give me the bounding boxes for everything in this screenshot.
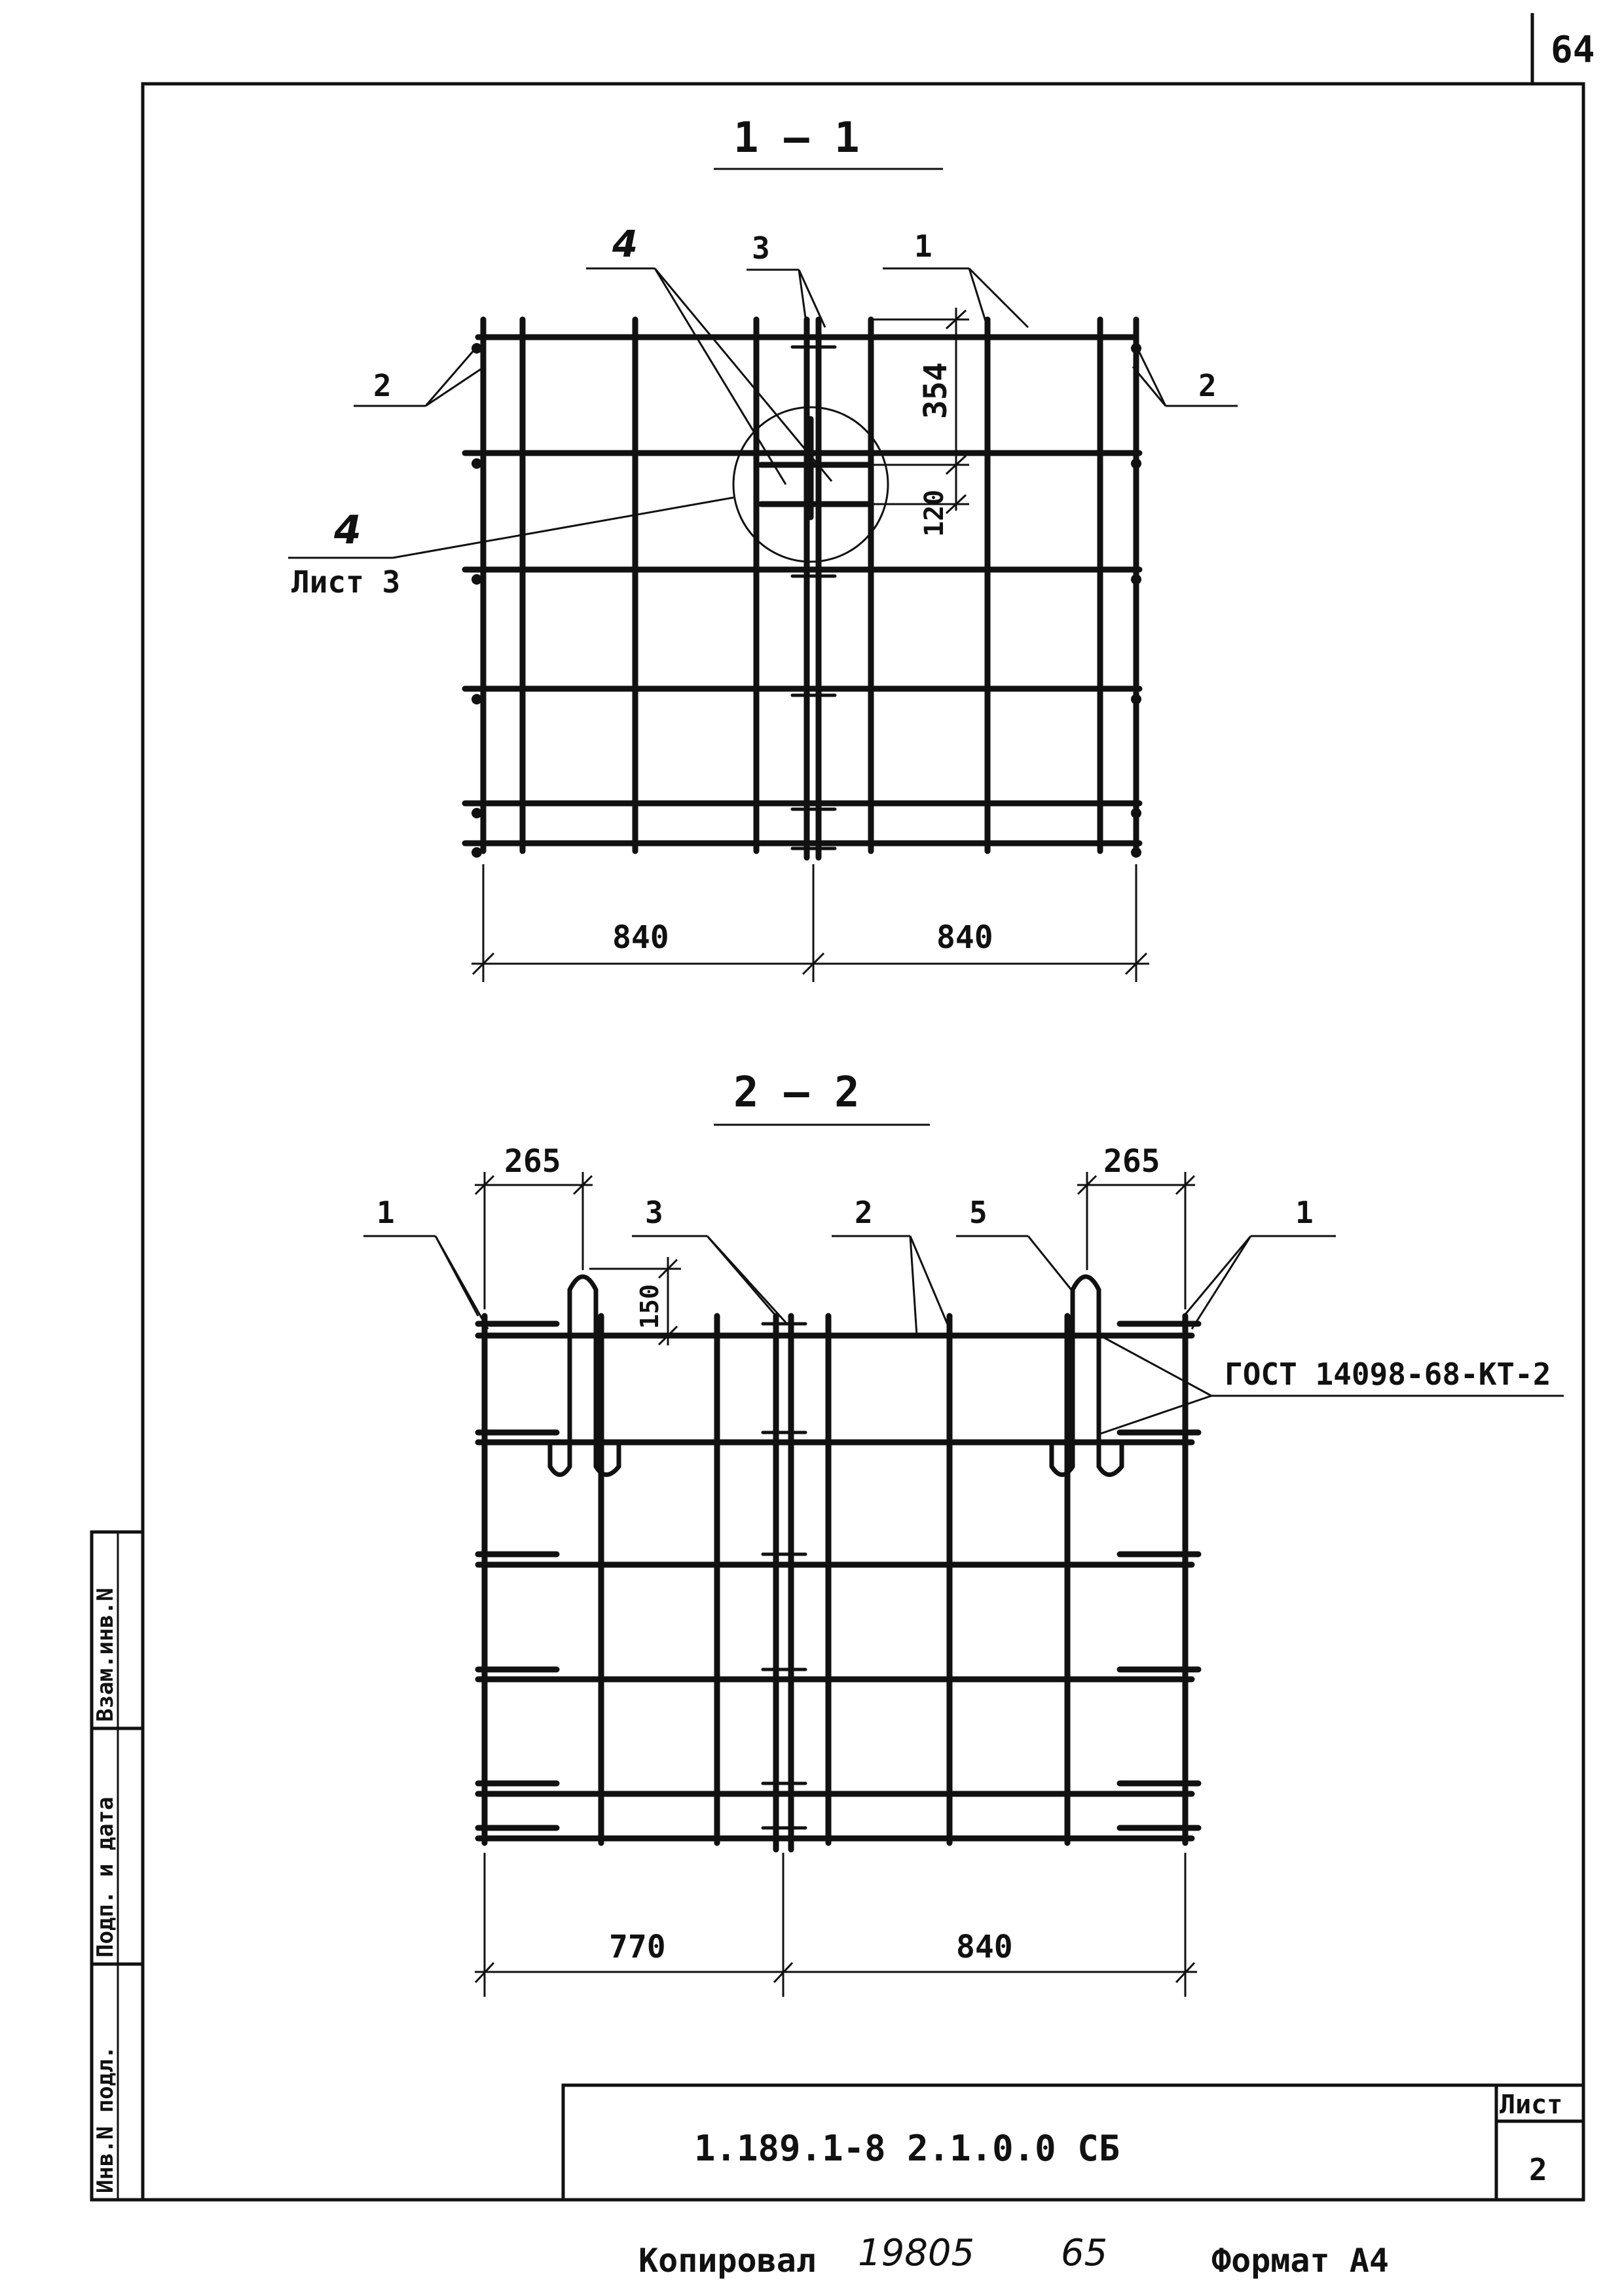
sheet-label: Лист	[1500, 2090, 1562, 2120]
section-2-top-dims: 265 265 150	[474, 1143, 1196, 1346]
lifting-loop-left	[547, 1274, 621, 1477]
dim-354: 354	[917, 362, 954, 419]
detail-ref-number: 4	[333, 507, 361, 553]
copied-number: 19805	[858, 2232, 974, 2274]
stamp-podp-data: Подп. и дата	[92, 1796, 119, 1958]
dim-265-left: 265	[504, 1143, 561, 1180]
svg-text:2: 2	[855, 1195, 873, 1230]
svg-text:2: 2	[373, 368, 392, 403]
copied-label: Копировал	[638, 2242, 816, 2280]
dim-840-left: 840	[612, 919, 669, 956]
section-2-horizontal-bars	[475, 1332, 1195, 1842]
section-2-bottom-dims: 770 840	[474, 1853, 1197, 1997]
dim-265-right: 265	[1103, 1143, 1160, 1180]
designation: 1.189.1-8 2.1.0.0 СБ	[694, 2128, 1120, 2169]
title-block: 1.189.1-8 2.1.0.0 СБ Лист 2	[561, 2083, 1585, 2202]
copied-number-2: 65	[1061, 2232, 1107, 2274]
section-1-horizontal-dims: 840 840	[471, 864, 1149, 982]
section-1-1: 1 — 1	[288, 114, 1238, 982]
footer: Копировал 19805 65 Формат А4	[638, 2232, 1389, 2280]
dim-150: 150	[635, 1284, 664, 1329]
section-1-clamps	[790, 345, 837, 850]
dim-770: 770	[609, 1929, 666, 1965]
dim-840-bottom: 840	[956, 1929, 1013, 1965]
svg-text:1: 1	[377, 1195, 395, 1230]
section-1-title: 1 — 1	[733, 114, 860, 162]
gost-note: ГОСТ 14098-68-КТ-2	[1225, 1357, 1551, 1392]
section-1-callouts: 2 2 3 1 4 4 Лист 3	[288, 223, 1238, 600]
svg-text:1: 1	[1295, 1195, 1314, 1230]
section-1-horizontal-bars	[462, 334, 1143, 847]
svg-text:1: 1	[914, 228, 932, 264]
drawing-frame	[141, 82, 1585, 2202]
section-2-clamps	[761, 1322, 807, 1830]
svg-text:3: 3	[645, 1195, 663, 1230]
dim-120: 120	[919, 490, 950, 537]
stamp-inv-podl: Инв.N подл.	[92, 2046, 119, 2193]
section-1-vertical-dims: 354 120	[871, 308, 969, 537]
section-2-callouts: 1 1 3 2 5 ГОСТ 14098-68-КТ-2	[363, 1195, 1564, 1435]
svg-text:4: 4	[612, 223, 638, 266]
page-number: 64	[1551, 29, 1595, 71]
sheet-number: 2	[1529, 2152, 1547, 2187]
detail-ref-sheet: Лист 3	[291, 564, 400, 600]
section-2-2: 2 — 2	[363, 1068, 1564, 1997]
dim-840-right: 840	[936, 919, 993, 956]
svg-text:3: 3	[752, 230, 770, 266]
side-stamp: Инв.N подл. Подп. и дата Взам.инв.N	[90, 1530, 145, 2202]
lifting-loop-right	[1049, 1274, 1124, 1477]
section-2-vertical-bars	[481, 1313, 1189, 1853]
svg-text:5: 5	[969, 1195, 987, 1230]
section-1-vertical-bars	[480, 316, 1139, 861]
svg-text:2: 2	[1198, 368, 1217, 403]
detail-4-circle	[732, 406, 889, 563]
section-2-title: 2 — 2	[733, 1068, 860, 1117]
stamp-vzam-inv: Взам.инв.N	[92, 1588, 119, 1722]
format-label: Формат А4	[1211, 2242, 1389, 2280]
section-2-lap-bars	[475, 1321, 1202, 1831]
